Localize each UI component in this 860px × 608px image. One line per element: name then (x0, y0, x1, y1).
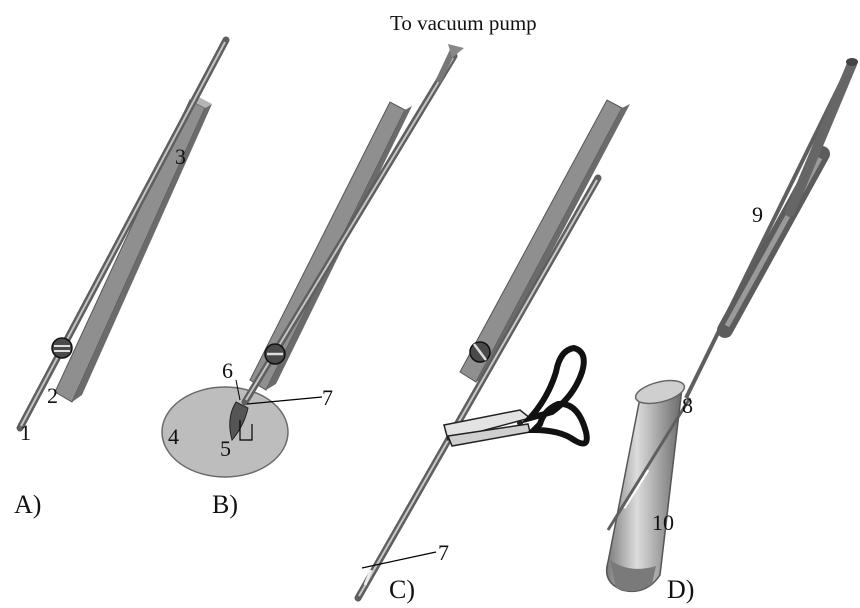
screw-icon (470, 342, 490, 362)
label-6: 6 (222, 358, 233, 383)
label-4: 4 (168, 424, 179, 449)
label-9: 9 (752, 202, 763, 227)
screw-icon (52, 338, 72, 358)
label-7-b: 7 (322, 385, 333, 410)
label-3: 3 (175, 144, 186, 169)
panel-label-b: B) (212, 490, 238, 519)
device-a (20, 40, 226, 428)
panel-label-a: A) (14, 490, 41, 519)
label-1: 1 (20, 420, 31, 445)
device-c (358, 100, 630, 598)
label-2: 2 (47, 383, 58, 408)
screw-icon (265, 344, 285, 364)
panel-label-c: C) (389, 575, 415, 604)
panel-label-d: D) (667, 575, 694, 604)
device-d (607, 58, 858, 591)
label-5: 5 (220, 436, 231, 461)
disc (162, 387, 288, 477)
tube-icon (607, 376, 687, 591)
caption-vacuum-pump: To vacuum pump (390, 11, 537, 35)
label-7-c: 7 (438, 540, 449, 565)
label-8: 8 (682, 393, 693, 418)
label-10: 10 (652, 510, 674, 535)
